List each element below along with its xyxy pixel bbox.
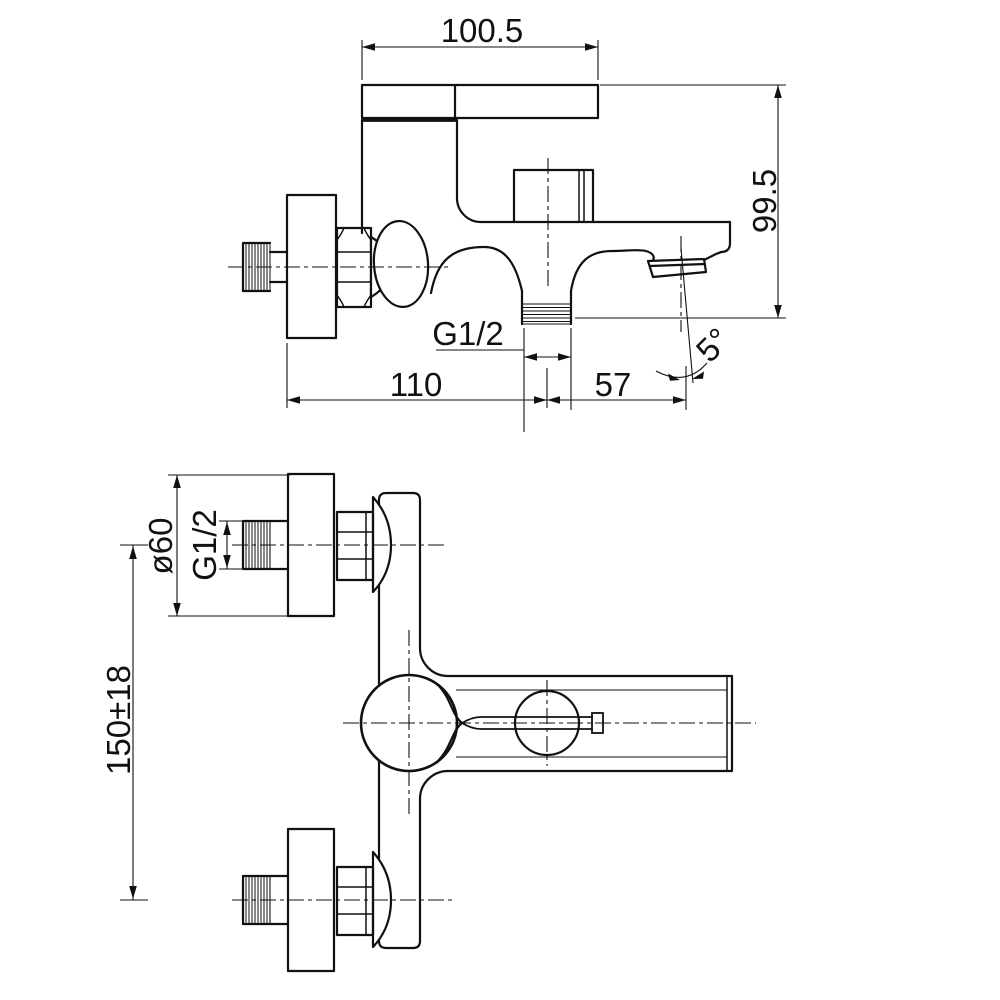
flange-diameter-label: ø60: [142, 518, 179, 575]
handle-funnel: [435, 682, 464, 764]
outlet-thread-label: G1/2: [432, 315, 504, 352]
union-nut: [335, 510, 375, 582]
union-nut-facets: [336, 227, 372, 308]
dimension-overall-height: 99.5: [575, 84, 786, 319]
inlet-thread-label: G1/2: [186, 509, 223, 581]
dimension-overall-width: 100.5: [361, 12, 599, 80]
dimension-bottom-lengths: 110 57: [286, 343, 687, 410]
dim-wall-to-outlet-label: 110: [390, 366, 443, 403]
dimension-inlet-centers: 150±18: [100, 545, 137, 900]
dim-lines: [286, 343, 687, 410]
dimension-inlet-thread: G1/2: [186, 509, 245, 581]
angle-arc: [655, 362, 708, 378]
body-handle-fillets: [418, 646, 450, 801]
arrow-arc-right: [692, 371, 704, 379]
inlet-centers-label: 150±18: [100, 665, 137, 775]
front-view-elevation: ø60 G1/2 150±18: [100, 472, 756, 973]
front-view-centerlines: [120, 544, 756, 901]
outlet-boss-thread-hatch: [523, 303, 570, 322]
arrow-up: [774, 85, 782, 98]
arrow-left: [524, 353, 537, 361]
arrow-up: [223, 522, 231, 535]
dimension-flange-diameter: ø60: [142, 474, 290, 617]
dimension-spout-angle: 5°: [655, 321, 737, 381]
union-nut-facets: [336, 511, 374, 581]
arrow-57-right: [673, 396, 686, 404]
cartridge-cap: [372, 219, 430, 309]
lever-bar: [360, 83, 600, 120]
arrow-down: [223, 555, 231, 568]
handle-body-outline: [360, 118, 483, 235]
union-nut-facets: [336, 866, 374, 936]
arrow-down: [129, 886, 137, 899]
shower-outlet-port-detail: [578, 169, 585, 223]
spout-tilt-line: [680, 247, 694, 384]
arrow-up: [173, 475, 181, 488]
pipe-section: [268, 250, 289, 284]
underside-arch-left: [429, 245, 524, 295]
arrow-down: [173, 603, 181, 616]
inlet-center-extensions: [120, 544, 148, 901]
arrow-arc-left: [668, 373, 680, 381]
spout-angle-label: 5°: [689, 321, 737, 369]
handle-front-outline: [446, 674, 734, 773]
arrow-110-left: [287, 396, 300, 404]
arrow-right: [585, 43, 598, 51]
arrow-down: [774, 305, 782, 318]
dim-lines: [575, 84, 786, 319]
faucet-body-side: [429, 168, 732, 326]
handle-side: [360, 83, 600, 235]
outlet-thread-callout: G1/2: [432, 315, 572, 432]
union-nut: [335, 865, 375, 937]
arrow-110-right: [534, 396, 547, 404]
spout-end: [702, 220, 732, 262]
dim-lines: [361, 40, 599, 80]
dim-overall-height-label: 99.5: [746, 169, 783, 233]
underside-arch-right: [569, 249, 655, 293]
dim-lines: [168, 474, 290, 617]
arrow-57-left: [547, 396, 560, 404]
top-view-centerlines: [228, 158, 694, 384]
handle-inner-lines: [456, 689, 727, 758]
dim-overall-width-label: 100.5: [441, 12, 524, 49]
shower-outlet-port: [512, 168, 595, 224]
lever-slot: [461, 716, 593, 730]
arrow-up: [129, 546, 137, 559]
arrow-left: [362, 43, 375, 51]
top-view-side-elevation: 100.5 99.5 G1/2 110 57: [228, 12, 786, 432]
dim-outlet-to-spout-label: 57: [595, 366, 632, 403]
spout-aerator: [646, 257, 708, 279]
body-bar-outline: [377, 491, 422, 950]
inlet-centerlines: [232, 544, 456, 901]
arrow-right: [558, 353, 571, 361]
outlet-boss-sides: [520, 289, 573, 326]
